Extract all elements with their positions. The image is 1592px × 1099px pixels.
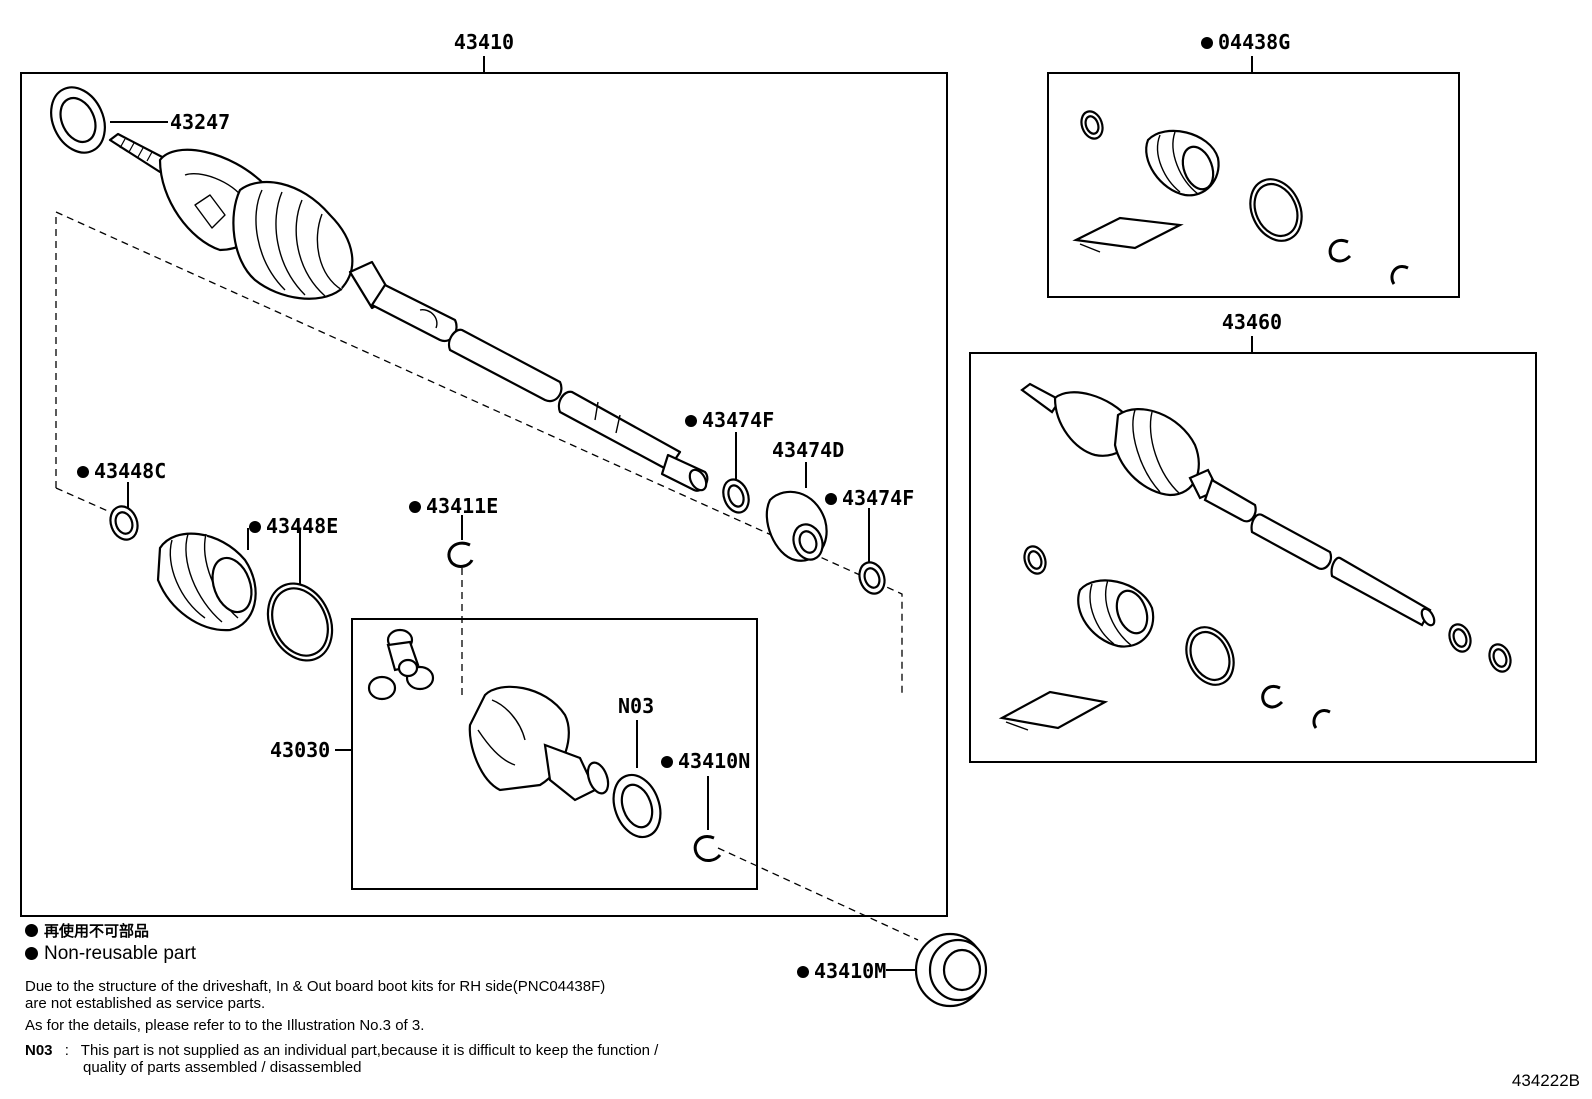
legend-en: Non-reusable part	[25, 943, 196, 965]
label-43410N: 43410N	[678, 749, 750, 773]
note-line-2: are not established as service parts.	[25, 995, 266, 1012]
label-43474D: 43474D	[772, 438, 844, 462]
label-04438G: 04438G	[1218, 30, 1290, 54]
label-43410M: 43410M	[814, 959, 886, 983]
nonreusable-dot-04438G	[1201, 37, 1213, 49]
figure-code: 434222B	[1511, 1071, 1580, 1090]
nonreusable-dot-43411E	[409, 501, 421, 513]
frame-43030	[351, 618, 758, 890]
note-n03-line1: This part is not supplied as an individu…	[80, 1042, 659, 1059]
label-43448E: 43448E	[266, 514, 338, 538]
label-43030: 43030	[270, 738, 330, 762]
nonreusable-dot-43474F-a	[685, 415, 697, 427]
note-line-3: As for the details, please refer to to t…	[25, 1017, 425, 1034]
nonreusable-dot-icon	[25, 947, 38, 960]
label-43247: 43247	[170, 110, 230, 134]
legend-jp: 再使用不可部品	[25, 920, 149, 941]
label-43474F-a: 43474F	[702, 408, 774, 432]
note-n03: N03 : This part is not supplied as an in…	[25, 1042, 658, 1059]
nonreusable-dot-43448E	[249, 521, 261, 533]
nonreusable-dot-43448C	[77, 466, 89, 478]
legend-en-text: Non-reusable part	[44, 943, 197, 964]
label-43460: 43460	[1222, 310, 1282, 334]
note-n03-separator: :	[64, 1042, 69, 1059]
label-43474F-b: 43474F	[842, 486, 914, 510]
note-line-1: Due to the structure of the driveshaft, …	[25, 978, 606, 995]
nonreusable-dot-icon	[25, 924, 38, 937]
note-n03-line2: quality of parts assembled / disassemble…	[83, 1059, 362, 1076]
label-43448C: 43448C	[94, 459, 166, 483]
nonreusable-dot-43410N	[661, 756, 673, 768]
nonreusable-dot-43410M	[797, 966, 809, 978]
label-43410: 43410	[454, 30, 514, 54]
legend-jp-text: 再使用不可部品	[44, 923, 150, 940]
label-43411E: 43411E	[426, 494, 498, 518]
nonreusable-dot-43474F-b	[825, 493, 837, 505]
label-N03: N03	[618, 694, 654, 718]
frame-04438G	[1047, 72, 1460, 298]
note-n03-code: N03	[25, 1042, 53, 1059]
